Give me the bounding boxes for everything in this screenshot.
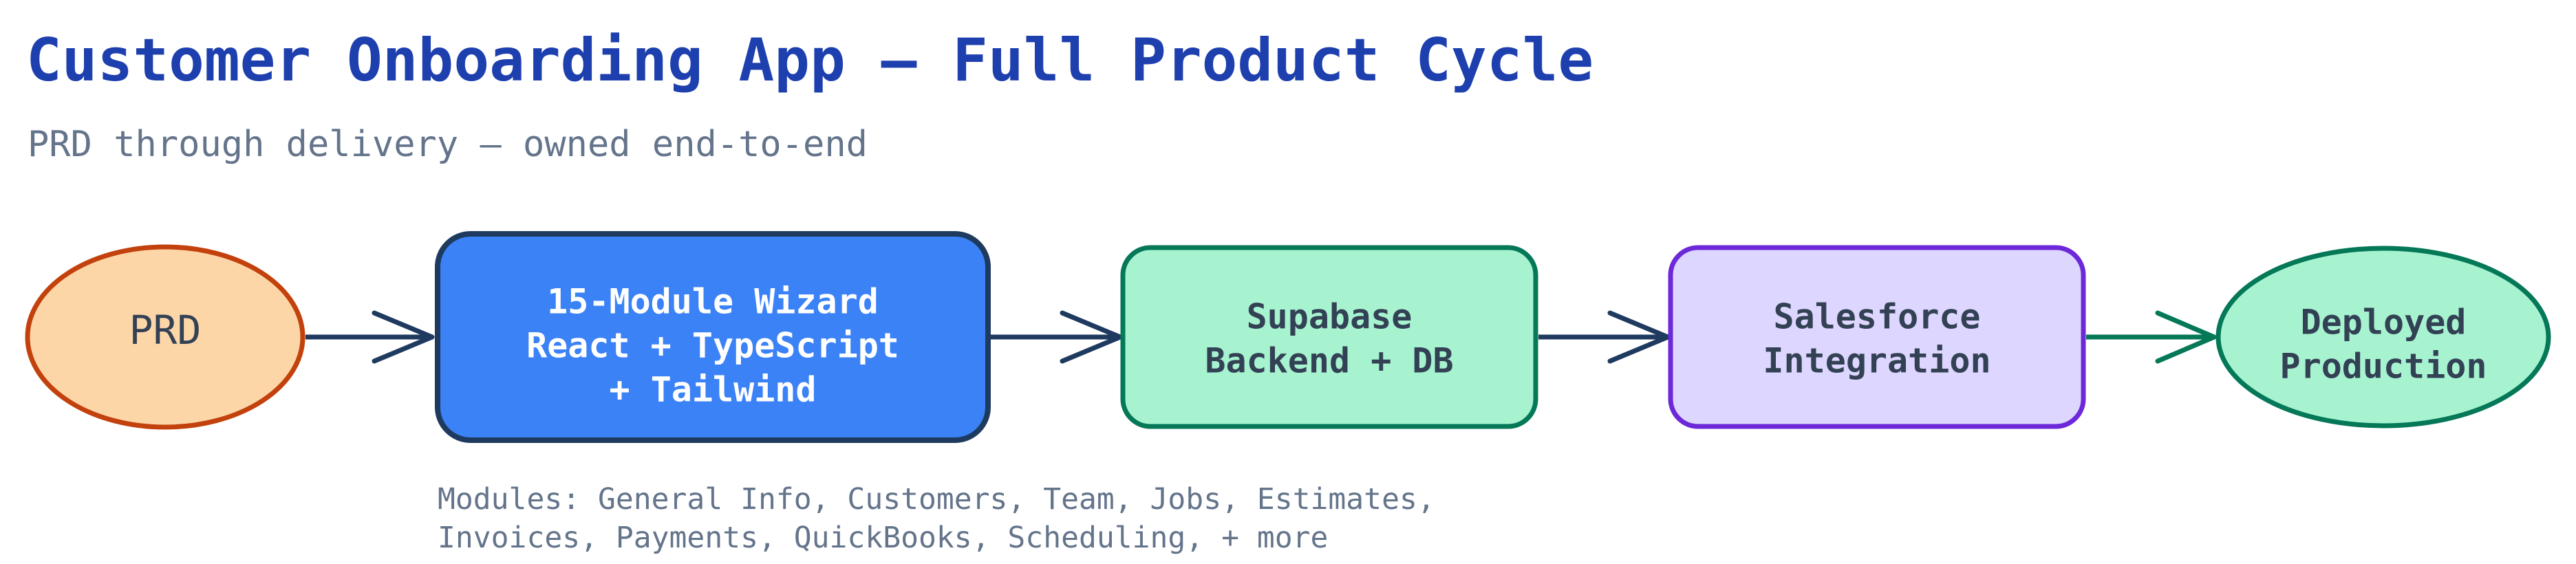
arrow-wizard-to-supabase: [991, 310, 1123, 364]
node-deployed: Deployed Production: [2215, 246, 2551, 429]
node-wizard-line2: React + TypeScript: [526, 326, 899, 366]
arrow-salesforce-to-deployed: [2086, 310, 2217, 364]
node-salesforce-line1: Salesforce: [1773, 297, 1980, 337]
node-supabase-line2: Backend + DB: [1205, 341, 1453, 381]
node-wizard: 15-Module Wizard React + TypeScript + Ta…: [435, 231, 991, 443]
node-wizard-line1: 15-Module Wizard: [547, 282, 879, 322]
diagram-title: Customer Onboarding App — Full Product C…: [26, 26, 1594, 95]
node-salesforce-line2: Integration: [1763, 341, 1990, 381]
node-prd-label: PRD: [129, 307, 202, 354]
node-salesforce: Salesforce Integration: [1668, 245, 2086, 429]
node-supabase-line1: Supabase: [1247, 297, 1413, 337]
arrow-prd-to-wizard: [305, 310, 435, 364]
node-deployed-line1: Deployed: [2301, 303, 2467, 343]
arrow-supabase-to-salesforce: [1538, 310, 1671, 364]
node-supabase: Supabase Backend + DB: [1120, 245, 1538, 429]
modules-note-line1: Modules: General Info, Customers, Team, …: [438, 482, 1435, 517]
node-deployed-line2: Production: [2279, 347, 2487, 387]
node-wizard-line3: + Tailwind: [609, 370, 816, 410]
modules-note: Modules: General Info, Customers, Team, …: [438, 480, 1435, 557]
modules-note-line2: Invoices, Payments, QuickBooks, Scheduli…: [438, 521, 1329, 555]
node-prd: PRD: [25, 244, 305, 430]
diagram-subtitle: PRD through delivery — owned end-to-end: [28, 124, 868, 165]
